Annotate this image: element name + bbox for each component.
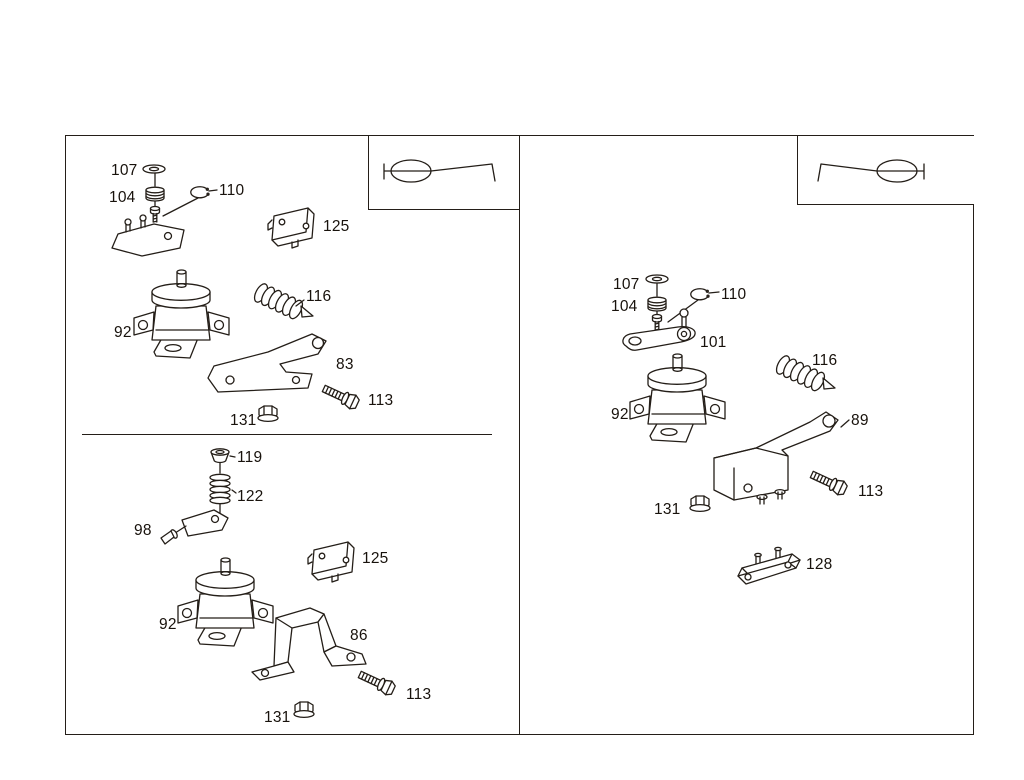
nut-131-drawing	[257, 405, 279, 423]
callout-131[interactable]: 131	[654, 501, 681, 518]
callout-116[interactable]: 116	[812, 352, 838, 369]
stud-plate-drawing	[111, 214, 185, 257]
left-top-assembly	[111, 164, 362, 423]
snap-ring-110-drawing	[190, 186, 210, 199]
spring-116-drawing	[251, 281, 314, 322]
callout-113[interactable]: 113	[406, 686, 432, 703]
screw-drawing	[149, 205, 161, 223]
bracket-83-drawing	[207, 333, 327, 393]
washer-107-drawing	[142, 164, 166, 174]
callout-131[interactable]: 131	[264, 709, 291, 726]
plate-125-drawing	[307, 541, 355, 583]
bolt-113-drawing	[807, 467, 850, 498]
right-assembly	[622, 274, 850, 585]
spring-122-drawing	[209, 473, 231, 505]
callout-104[interactable]: 104	[109, 189, 136, 206]
section-divider-line	[82, 434, 492, 435]
plate-125-drawing	[267, 207, 315, 249]
callout-122[interactable]: 122	[237, 488, 264, 505]
callout-101[interactable]: 101	[700, 334, 727, 351]
callout-83[interactable]: 83	[336, 356, 354, 373]
leader-line	[229, 455, 236, 458]
callout-92[interactable]: 92	[159, 616, 177, 633]
callout-131[interactable]: 131	[230, 412, 257, 429]
callout-110[interactable]: 110	[721, 286, 747, 303]
leader-line	[208, 189, 218, 192]
callout-125[interactable]: 125	[362, 550, 389, 567]
ball-stud-drawing	[679, 308, 689, 318]
bracket-89-drawing	[713, 411, 839, 505]
bracket-98-drawing	[160, 509, 229, 545]
leader-line	[162, 197, 199, 217]
bracket-101-drawing	[622, 326, 696, 351]
callout-92[interactable]: 92	[611, 406, 629, 423]
leader-line	[295, 299, 305, 307]
bolt-113-drawing	[319, 381, 362, 412]
callout-125[interactable]: 125	[323, 218, 350, 235]
nut-131-drawing	[689, 495, 711, 513]
mount-orientation-icon	[383, 159, 496, 183]
screw-drawing	[651, 313, 663, 331]
callout-92[interactable]: 92	[114, 324, 132, 341]
grommet-104-drawing	[647, 296, 667, 312]
left-bottom-assembly	[160, 448, 398, 719]
callout-116[interactable]: 116	[306, 288, 332, 305]
bolt-113-drawing	[355, 667, 398, 698]
snap-ring-110-drawing	[690, 288, 710, 301]
callout-113[interactable]: 113	[368, 392, 394, 409]
callout-110[interactable]: 110	[219, 182, 245, 199]
bracket-128-drawing	[737, 546, 801, 585]
callout-98[interactable]: 98	[134, 522, 152, 539]
left-panel-frame	[65, 135, 520, 735]
leader-line	[708, 291, 720, 294]
callout-107[interactable]: 107	[613, 276, 640, 293]
mount-orientation-icon-mirrored	[817, 159, 925, 183]
callout-128[interactable]: 128	[806, 556, 833, 573]
washer-107-drawing	[645, 274, 669, 284]
callout-113[interactable]: 113	[858, 483, 884, 500]
bracket-86-drawing	[251, 607, 367, 681]
callout-119[interactable]: 119	[237, 449, 263, 466]
callout-86[interactable]: 86	[350, 627, 368, 644]
callout-89[interactable]: 89	[851, 412, 869, 429]
engine-mount-92-drawing	[629, 353, 726, 443]
engine-mount-92-drawing	[177, 557, 274, 647]
nut-131-drawing	[293, 701, 315, 719]
right-panel-frame	[518, 135, 974, 735]
callout-104[interactable]: 104	[611, 298, 638, 315]
grommet-104-drawing	[145, 186, 165, 202]
bushing-119-drawing	[210, 448, 230, 464]
engine-mount-92-drawing	[133, 269, 230, 359]
leader-line	[231, 489, 237, 494]
leader-line	[840, 419, 850, 428]
callout-107[interactable]: 107	[111, 162, 138, 179]
